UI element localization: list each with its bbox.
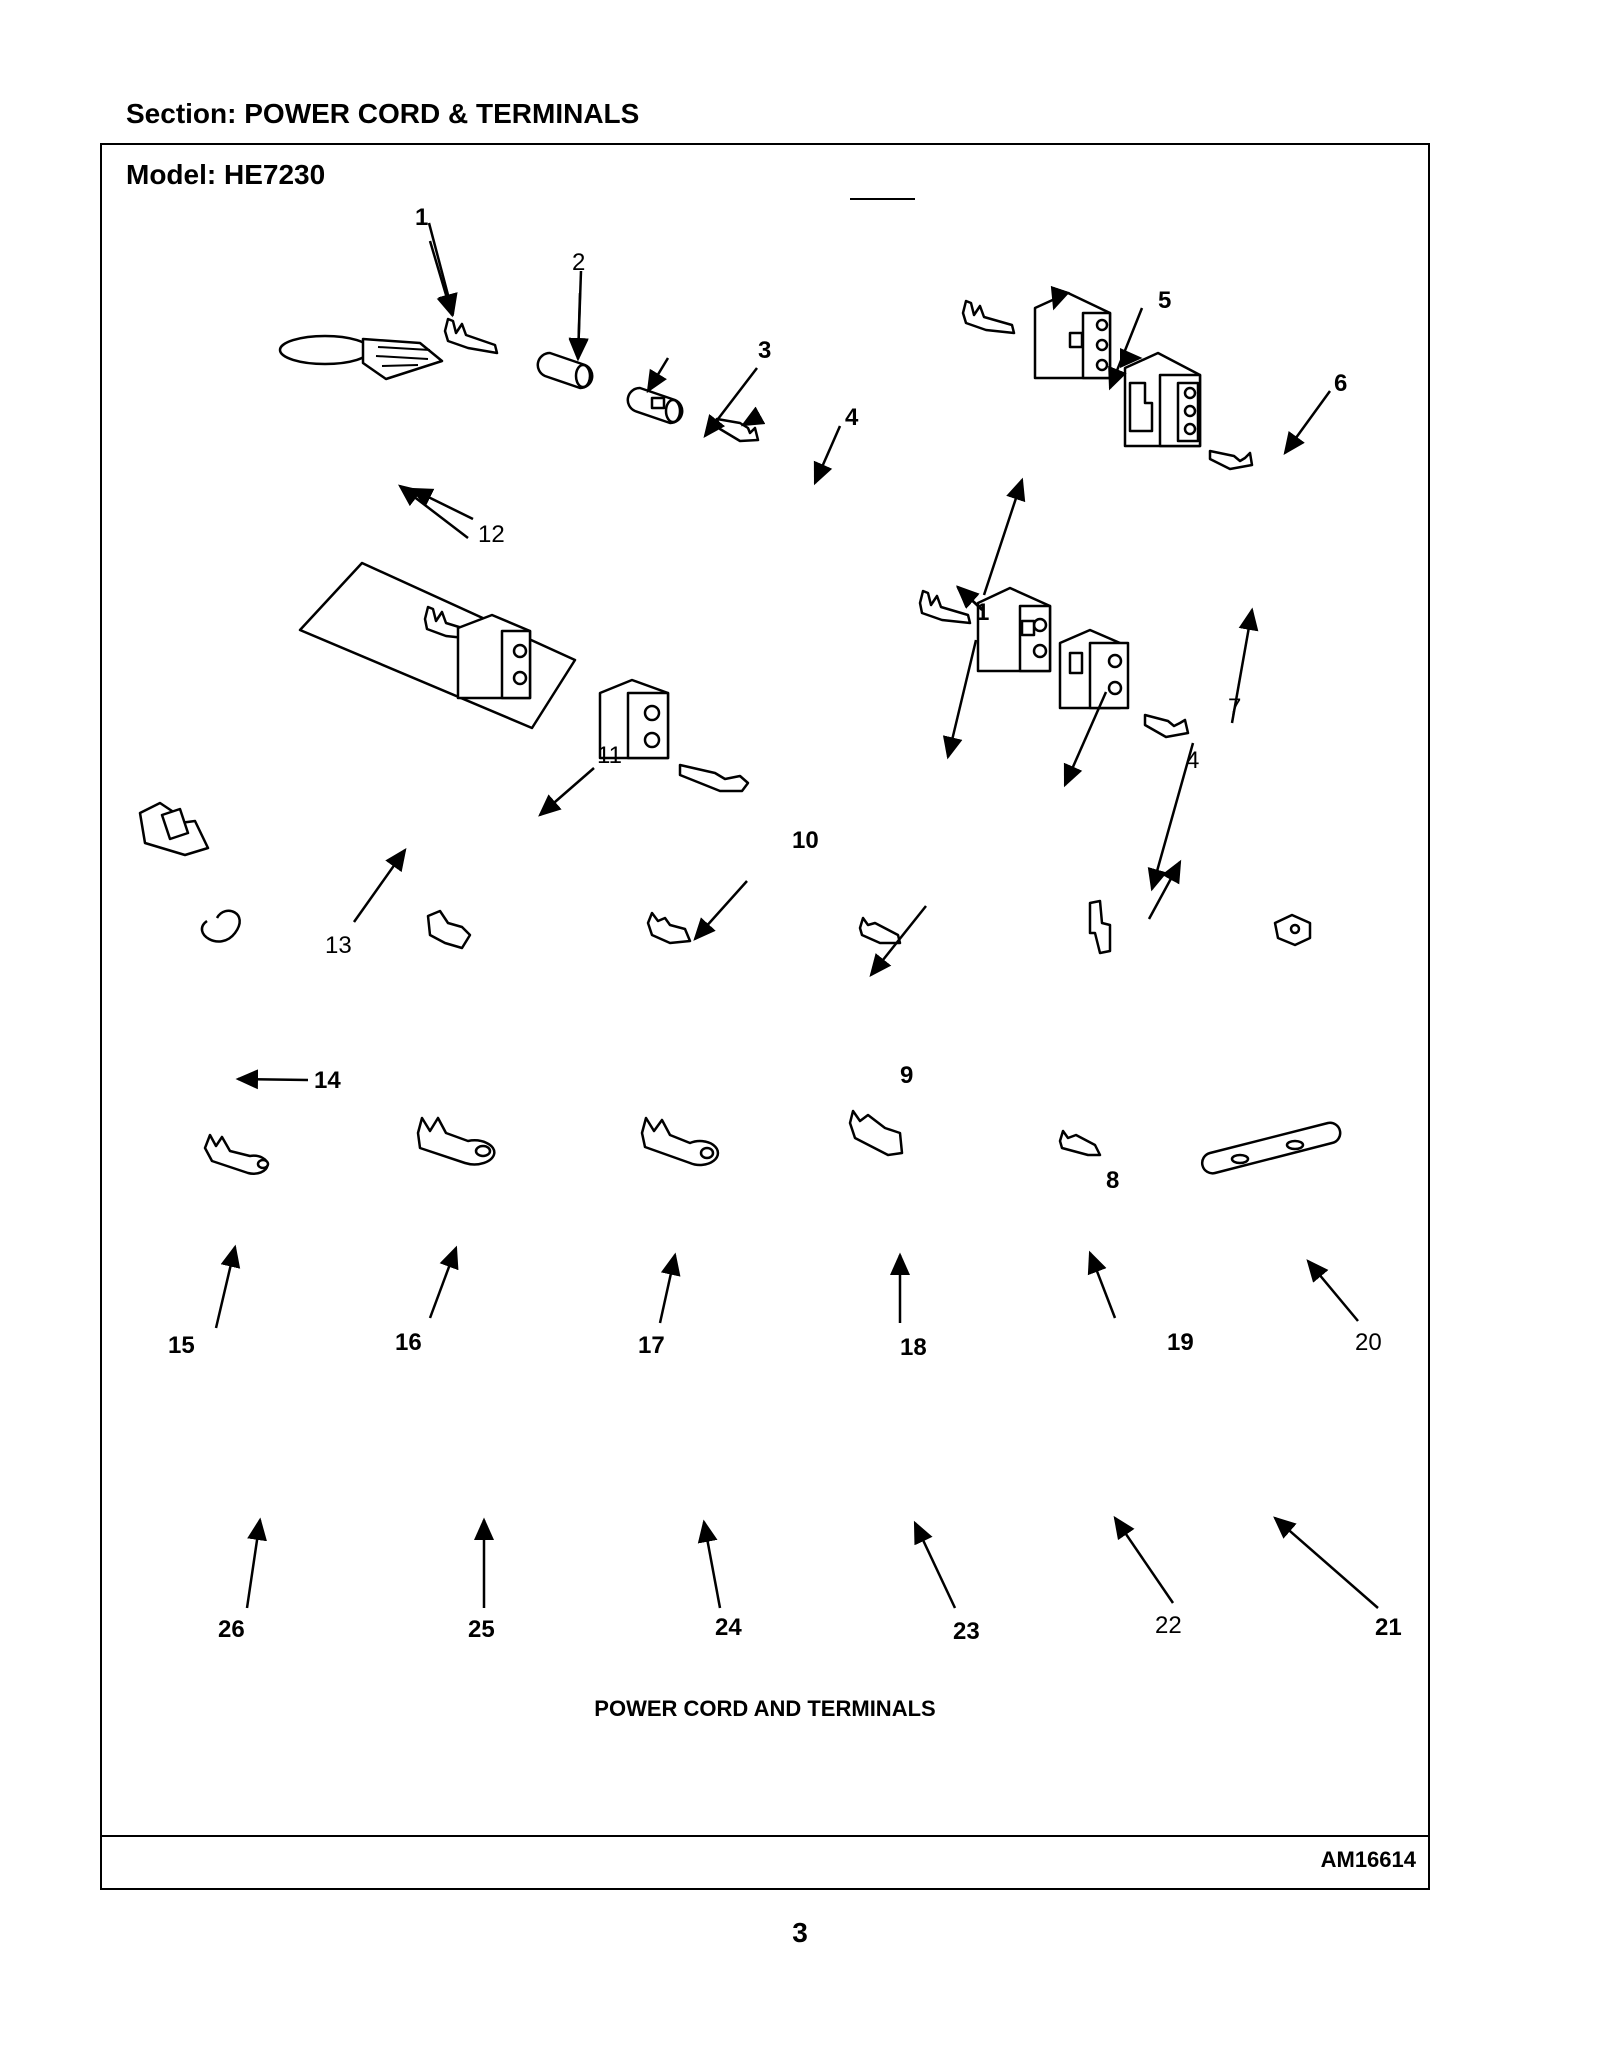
part-20-terminal xyxy=(1273,913,1312,947)
part-26-ring-terminal xyxy=(203,1133,270,1175)
part-4-terminal-right xyxy=(1208,449,1254,471)
part-1-terminal-right xyxy=(961,299,1016,335)
callout-19: 19 xyxy=(1167,1329,1194,1356)
diagram-frame: Model: HE7230 AM16614 xyxy=(100,143,1430,1890)
callout-26: 26 xyxy=(218,1616,245,1643)
callout-25: 25 xyxy=(468,1616,495,1643)
part-16-terminal xyxy=(426,909,472,950)
part-25-ring-terminal xyxy=(416,1116,496,1166)
parts-diagram: 1 2 3 4 5 6 12 1 7 4 11 10 9 13 8 14 15 … xyxy=(138,198,1402,1721)
callout-13: 13 xyxy=(325,932,352,959)
part-14-clip xyxy=(138,801,210,857)
callout-17: 17 xyxy=(638,1332,665,1359)
callout-15: 15 xyxy=(168,1332,195,1359)
part-23-terminal xyxy=(848,1109,904,1157)
part-21-strip-terminal xyxy=(1201,1121,1342,1175)
part-7-connector xyxy=(976,586,1052,673)
callout-18: 18 xyxy=(900,1334,927,1361)
callout-4: 4 xyxy=(845,404,859,431)
footer-divider xyxy=(102,1835,1428,1837)
callout-6: 6 xyxy=(1334,370,1347,397)
section-title: Section: POWER CORD & TERMINALS xyxy=(126,98,640,129)
part-11-kit-outline xyxy=(298,561,577,730)
callout-5: 5 xyxy=(1158,287,1171,314)
callout-14: 14 xyxy=(314,1067,341,1094)
model-label: Model: HE7230 xyxy=(126,159,326,190)
callout-8: 8 xyxy=(1106,1167,1119,1194)
page-number: 3 xyxy=(792,1917,808,1948)
callout-10: 10 xyxy=(792,827,819,854)
callout-11: 11 xyxy=(597,742,622,769)
part-12-tag xyxy=(278,334,444,381)
callout-labels: 1 2 3 4 5 6 12 1 7 4 11 10 9 13 8 14 15 … xyxy=(168,204,1402,1645)
part-6-connector xyxy=(1123,351,1202,448)
callout-4b: 4 xyxy=(1186,747,1199,774)
part-1-terminal-mid xyxy=(918,589,972,625)
callout-1b: 1 xyxy=(976,599,989,626)
leader-lines xyxy=(398,240,1070,611)
callout-9: 9 xyxy=(900,1062,913,1089)
part-10-connector xyxy=(598,678,670,760)
callout-12: 12 xyxy=(478,521,505,548)
document-code: AM16614 xyxy=(1320,1847,1416,1872)
part-18-terminal xyxy=(858,916,902,945)
diagram-caption: POWER CORD AND TERMINALS xyxy=(594,1696,935,1721)
callout-22: 22 xyxy=(1155,1612,1182,1639)
part-3-sleeve xyxy=(626,386,684,425)
callout-21: 21 xyxy=(1375,1614,1402,1641)
part-24-ring-terminal xyxy=(640,1116,720,1167)
part-8-connector xyxy=(1058,628,1130,710)
part-11-connector xyxy=(456,613,532,700)
part-22-terminal xyxy=(1058,1129,1102,1157)
part-1-terminal-top xyxy=(443,317,499,355)
callout-1: 1 xyxy=(415,204,428,231)
callout-16: 16 xyxy=(395,1329,422,1356)
part-19-terminal xyxy=(1088,899,1112,955)
part-4-terminal-top xyxy=(715,417,760,443)
part-17-terminal xyxy=(646,911,692,945)
part-9-terminal xyxy=(678,763,750,793)
part-15-clip xyxy=(200,909,241,943)
callout-24: 24 xyxy=(715,1614,742,1641)
callout-23: 23 xyxy=(953,1618,980,1645)
part-2-sleeve xyxy=(536,351,594,390)
part-4-terminal-mid xyxy=(1143,713,1190,739)
callout-2: 2 xyxy=(572,249,585,276)
callout-3: 3 xyxy=(758,337,771,364)
part-5-connector xyxy=(1033,291,1112,380)
callout-20: 20 xyxy=(1355,1329,1382,1356)
callout-7: 7 xyxy=(1228,694,1241,721)
